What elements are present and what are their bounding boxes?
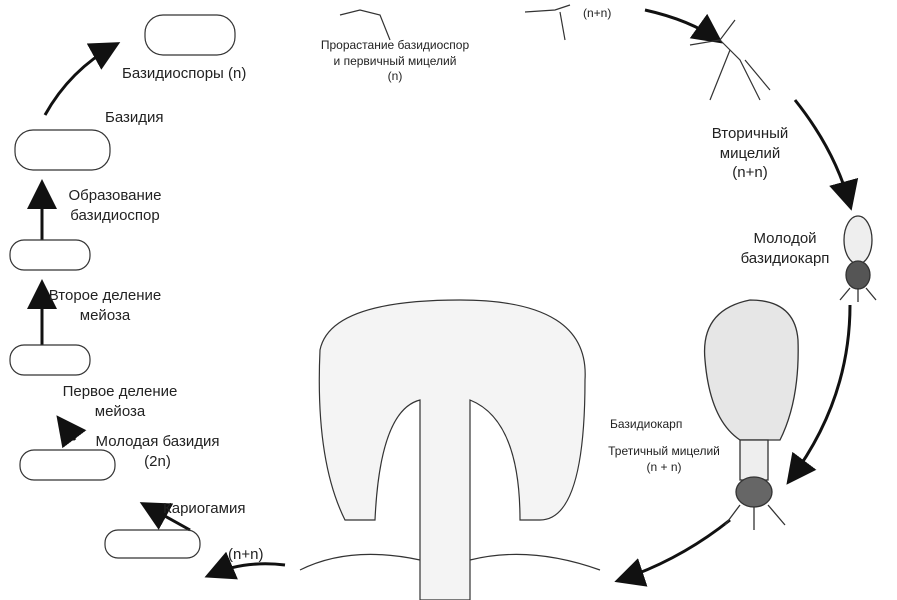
label-spore-formation-line2: базидиоспор [70, 206, 160, 224]
label-young-basidium-line1: Молодая базидия [95, 433, 220, 450]
cycle-arrows [27, 8, 859, 587]
label-tertiary-mycelium: Третичный мицелий (n + n) [598, 444, 730, 475]
label-young-basidiocarp-line1: Молодой [753, 230, 817, 247]
young-basidiocarp-drawing [839, 215, 877, 302]
arrow-left-1 [56, 415, 87, 449]
label-meiosis-1-line2: мейоза [94, 402, 146, 420]
basidiocarp-section-drawing [299, 299, 601, 600]
label-meiosis-2-line2: мейоза [79, 306, 131, 324]
label-basidium: Базидия [105, 109, 164, 126]
label-young-basidium: Молодая базидия (2n) [85, 432, 230, 471]
arrow-bottom-right [614, 518, 731, 587]
label-secondary-line1: Вторичный [711, 125, 789, 142]
label-secondary-mycelium: Вторичный мицелий (n+n) [700, 124, 800, 183]
label-germination: Прорастание базидиоспор и первичный мице… [300, 38, 490, 85]
arrow-left-4 [43, 42, 121, 116]
label-dikaryon-bottom: (n+n) [228, 546, 264, 563]
label-meiosis-1: Первое деление мейоза [55, 382, 185, 421]
arrow-top [644, 8, 723, 44]
cells [9, 4, 771, 559]
arrow-karyogamy [139, 502, 191, 532]
label-germination-line1: Прорастание базидиоспор [320, 38, 470, 52]
label-young-basidiocarp-line2: базидиокарп [740, 249, 830, 267]
label-spore-formation: Образование базидиоспор [55, 186, 175, 225]
label-secondary-line2: мицелий [719, 144, 781, 162]
label-meiosis-2: Второе деление мейоза [40, 286, 170, 325]
label-spore-formation-line1: Образование [68, 187, 162, 204]
arrow-right-middle [786, 304, 852, 485]
label-tertiary-line2: (n + n) [646, 459, 682, 474]
label-basidiospores: Базидиоспоры (n) [122, 65, 247, 82]
label-young-basidium-line2: (2n) [144, 452, 171, 470]
arrow-right-upper [793, 99, 859, 211]
label-meiosis-1-line1: Первое деление [62, 383, 178, 400]
label-germination-line2: и первичный мицелий [333, 53, 457, 68]
label-tertiary-line1: Третичный мицелий [608, 444, 720, 458]
label-young-basidiocarp: Молодой базидиокарп [730, 229, 840, 268]
label-karyogamy: Кариогамия [163, 500, 246, 517]
arrow-bottom-left [204, 551, 286, 580]
label-germination-line3: (n) [387, 69, 403, 84]
label-plasmogamy-top: (n+n) [583, 6, 612, 20]
label-secondary-line3: (n+n) [732, 164, 768, 181]
label-meiosis-2-line1: Второе деление [48, 287, 162, 304]
label-basidiocarp: Базидиокарп [610, 417, 683, 431]
basidiocarp-drawing [703, 299, 799, 530]
